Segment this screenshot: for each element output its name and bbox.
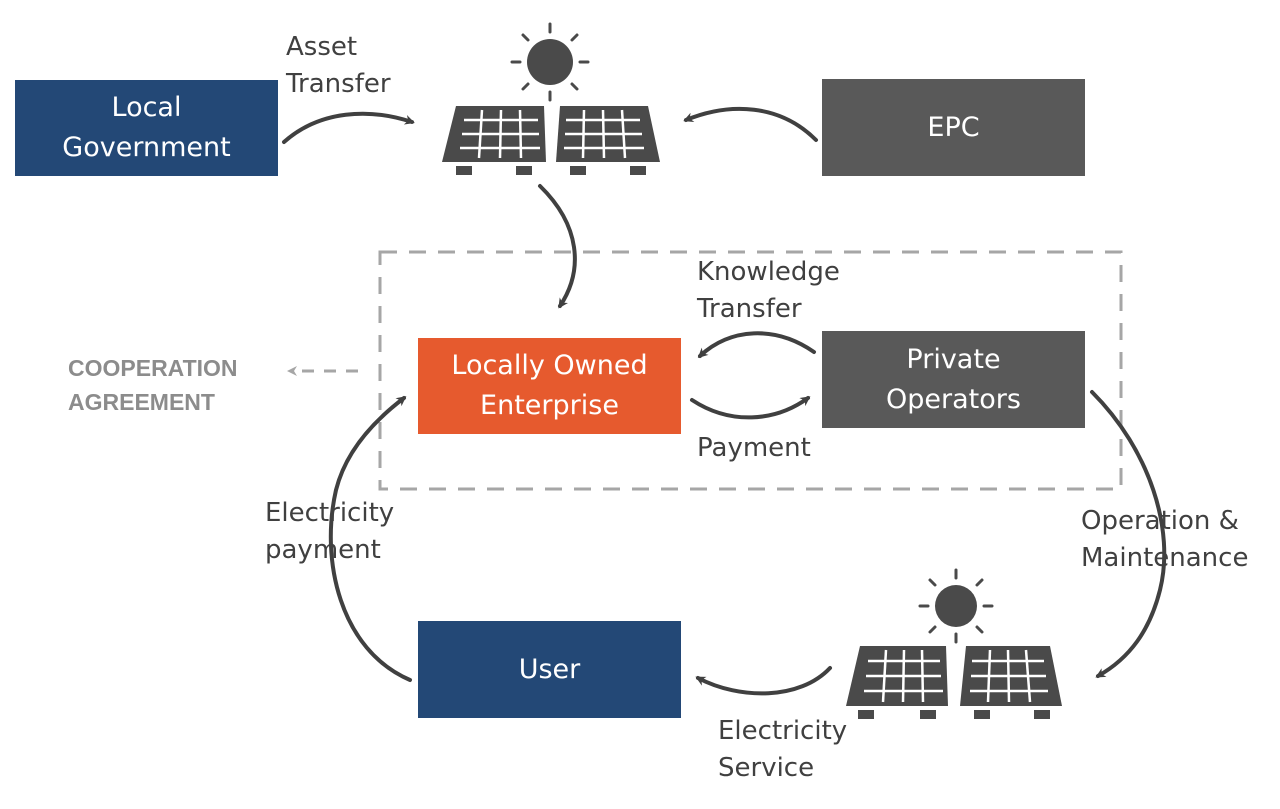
arrow-operation-maintenance (1090, 390, 1167, 678)
label-electricity-payment: Electricity payment (265, 498, 395, 565)
sun-icon (510, 22, 590, 102)
node-locally-owned-enterprise: Locally Owned Enterprise (418, 338, 681, 434)
sun-icon-bottom (918, 568, 994, 644)
arrow-electricity-service (695, 666, 832, 696)
label-operation-maintenance: Operation & Maintenance (1081, 506, 1249, 573)
arrow-panels-to-enterprise (538, 184, 577, 309)
cooperation-boundary (378, 250, 1123, 491)
arrow-epc-to-panels (683, 106, 818, 142)
arrow-payment (690, 396, 811, 420)
label-cooperation-agreement: COOPERATION AGREEMENT (68, 355, 238, 415)
solar-array-icon-bottom (846, 568, 1062, 719)
node-user: User (418, 621, 681, 718)
arrow-electricity-payment (328, 396, 412, 682)
node-private-operators: Private Operators (822, 331, 1085, 428)
label-asset-transfer: Asset Transfer (286, 32, 391, 99)
label-payment: Payment (697, 433, 811, 463)
node-epc: EPC (822, 79, 1085, 176)
label-electricity-service: Electricity Service (718, 716, 848, 783)
solar-array-icon (442, 22, 660, 175)
arrow-knowledge-transfer (697, 331, 816, 359)
label-knowledge-transfer: Knowledge Transfer (697, 257, 840, 324)
node-local-government: Local Government (15, 80, 278, 176)
arrow-asset-transfer (282, 111, 415, 144)
